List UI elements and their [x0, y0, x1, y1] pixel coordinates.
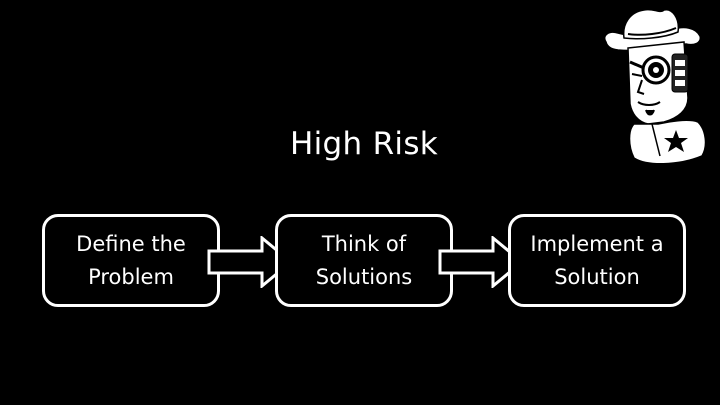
step-label: Think of Solutions: [315, 231, 413, 289]
step-implement-solution: Implement a Solution: [508, 214, 686, 307]
step-define-problem: Define the Problem: [42, 214, 220, 307]
step-label: Define the Problem: [76, 231, 186, 289]
right-arrow-icon: [438, 236, 524, 288]
step-label: Implement a Solution: [530, 231, 664, 289]
cowboy-robot-mascot-icon: [604, 8, 707, 165]
slide-title: High Risk: [289, 126, 439, 162]
step-think-solutions: Think of Solutions: [275, 214, 453, 307]
